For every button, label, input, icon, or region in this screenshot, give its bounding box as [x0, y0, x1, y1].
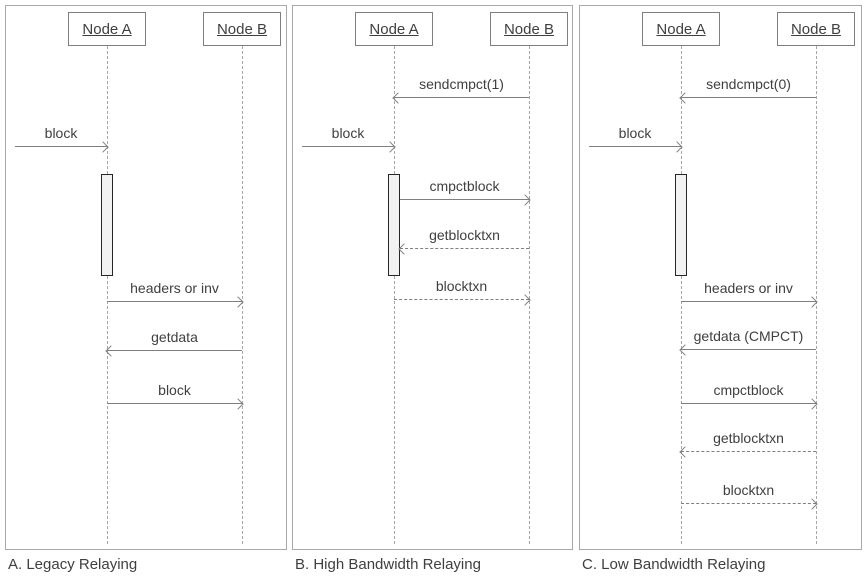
- message-line: [394, 97, 529, 98]
- message-block-incoming: block: [302, 121, 396, 153]
- node-a-box: Node A: [355, 12, 433, 46]
- message-label: blocktxn: [722, 482, 775, 498]
- message-line: [107, 403, 242, 404]
- message-line: [15, 146, 107, 147]
- node-a-label: Node A: [82, 20, 132, 38]
- message-cmpctblock: cmpctblock: [400, 174, 531, 206]
- message-label: headers or inv: [704, 280, 793, 296]
- node-b-box: Node B: [777, 12, 855, 46]
- message-line: [302, 146, 394, 147]
- message-block-incoming: block: [15, 121, 109, 153]
- message-getdata-cmpct: getdata (CMPCT): [679, 324, 816, 356]
- panel-high-bandwidth-relaying: Node A Node B sendcmpct(1) block cmpctbl…: [292, 5, 573, 550]
- message-label: getblocktxn: [713, 430, 784, 446]
- lifeline-node-a: [681, 46, 682, 544]
- message-line: [400, 199, 529, 200]
- panel-b-caption: B. High Bandwidth Relaying: [295, 556, 481, 573]
- message-block-relay: block: [107, 378, 244, 410]
- message-line: [681, 349, 816, 350]
- activation-bar-node-a: [101, 174, 113, 276]
- message-getblocktxn: getblocktxn: [398, 223, 529, 255]
- node-b-label: Node B: [216, 20, 268, 38]
- message-headers-or-inv: headers or inv: [107, 276, 244, 308]
- message-sendcmpct-0: sendcmpct(0): [679, 72, 816, 104]
- panel-legacy-relaying: Node A Node B block headers or inv getda…: [5, 5, 287, 550]
- message-headers-or-inv: headers or inv: [681, 276, 818, 308]
- lifeline-node-b: [242, 46, 243, 544]
- message-line: [394, 299, 529, 300]
- message-label: block: [158, 382, 191, 398]
- node-b-label: Node B: [503, 20, 555, 38]
- message-line: [589, 146, 681, 147]
- message-label: cmpctblock: [429, 178, 500, 194]
- node-a-box: Node A: [642, 12, 720, 46]
- message-label: headers or inv: [130, 280, 219, 296]
- message-blocktxn: blocktxn: [394, 274, 531, 306]
- message-label: getblocktxn: [429, 227, 500, 243]
- activation-bar-node-a: [675, 174, 687, 276]
- node-b-box: Node B: [490, 12, 568, 46]
- message-line: [107, 301, 242, 302]
- message-label: block: [44, 125, 78, 141]
- message-label: sendcmpct(0): [706, 76, 791, 92]
- message-line: [681, 403, 816, 404]
- message-line: [681, 97, 816, 98]
- message-blocktxn: blocktxn: [681, 478, 818, 510]
- arrowhead-left-icon: [398, 243, 410, 255]
- node-a-box: Node A: [68, 12, 146, 46]
- panel-c-caption: C. Low Bandwidth Relaying: [582, 556, 766, 573]
- message-label: cmpctblock: [713, 382, 784, 398]
- panel-low-bandwidth-relaying: Node A Node B sendcmpct(0) block headers…: [579, 5, 862, 550]
- lifeline-node-b: [816, 46, 817, 544]
- message-line: [107, 350, 242, 351]
- message-line: [400, 248, 529, 249]
- message-line: [681, 503, 816, 504]
- message-cmpctblock: cmpctblock: [681, 378, 818, 410]
- message-line: [681, 451, 816, 452]
- message-label: getdata: [151, 329, 198, 345]
- message-getdata: getdata: [105, 325, 242, 357]
- activation-bar-node-a: [388, 174, 400, 276]
- panel-a-caption: A. Legacy Relaying: [8, 556, 138, 573]
- message-label: block: [331, 125, 365, 141]
- message-block-incoming: block: [589, 121, 683, 153]
- message-label: block: [618, 125, 652, 141]
- message-label: getdata (CMPCT): [693, 328, 804, 344]
- node-b-box: Node B: [203, 12, 281, 46]
- lifeline-node-a: [394, 46, 395, 544]
- node-a-label: Node A: [369, 20, 419, 38]
- message-sendcmpct-1: sendcmpct(1): [392, 72, 529, 104]
- message-label: blocktxn: [435, 278, 488, 294]
- lifeline-node-a: [107, 46, 108, 544]
- node-a-label: Node A: [656, 20, 706, 38]
- message-line: [681, 301, 816, 302]
- message-getblocktxn: getblocktxn: [679, 426, 816, 458]
- message-label: sendcmpct(1): [419, 76, 504, 92]
- lifeline-node-b: [529, 46, 530, 544]
- node-b-label: Node B: [790, 20, 842, 38]
